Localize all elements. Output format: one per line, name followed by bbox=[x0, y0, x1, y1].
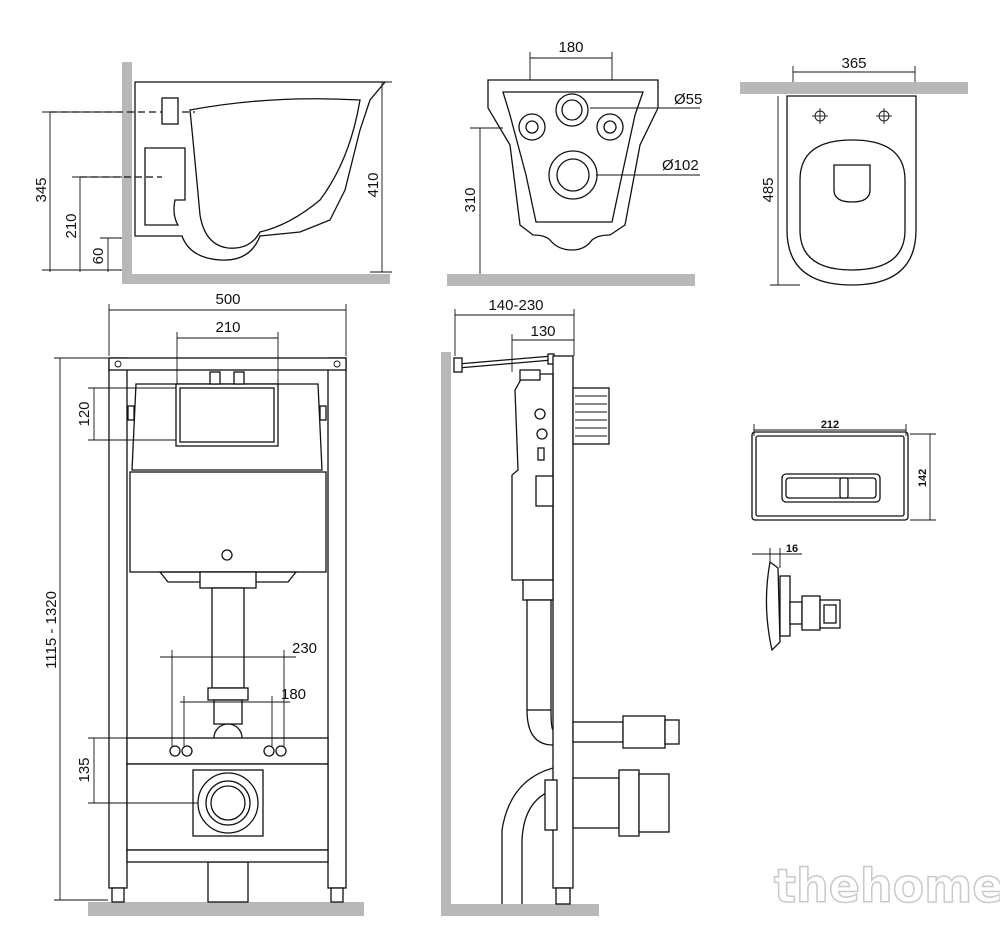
dim-60: 60 bbox=[90, 248, 107, 265]
dim-1115-1320: 1115 - 1320 bbox=[43, 591, 60, 669]
bowl-back-view: 180 Ø55 Ø102 310 bbox=[447, 39, 702, 286]
frame-front-view: 500 210 120 1115 - 1320 230 180 135 bbox=[43, 291, 364, 916]
dim-d102: Ø102 bbox=[662, 157, 699, 174]
watermark-text: thehome bbox=[774, 859, 1000, 913]
dim-d55: Ø55 bbox=[674, 91, 702, 108]
dim-210: 210 bbox=[63, 213, 80, 238]
dim-500: 500 bbox=[215, 291, 240, 308]
dim-365: 365 bbox=[841, 55, 866, 72]
dim-140-230: 140-230 bbox=[488, 297, 543, 314]
bowl-side-view: 345 210 60 410 bbox=[33, 62, 392, 284]
dim-16: 16 bbox=[786, 543, 798, 555]
flush-plate-front-view: 212 142 bbox=[751, 419, 936, 521]
dim-142: 142 bbox=[917, 469, 929, 487]
dim-135: 135 bbox=[76, 757, 93, 782]
dim-230-frame: 230 bbox=[292, 640, 317, 657]
dim-212: 212 bbox=[821, 419, 839, 431]
dim-120: 120 bbox=[76, 401, 93, 426]
dim-485: 485 bbox=[760, 177, 777, 202]
dim-345: 345 bbox=[33, 177, 50, 202]
bowl-top-view: 365 485 bbox=[740, 55, 968, 286]
dim-180-frame: 180 bbox=[281, 686, 306, 703]
dim-180-back: 180 bbox=[558, 39, 583, 56]
dim-130: 130 bbox=[530, 323, 555, 340]
dim-310: 310 bbox=[462, 187, 479, 212]
flush-plate-side-view: 16 bbox=[752, 543, 841, 652]
frame-side-view: 140-230 130 bbox=[441, 297, 680, 916]
dim-210-frame: 210 bbox=[215, 319, 240, 336]
dim-410: 410 bbox=[365, 172, 382, 197]
